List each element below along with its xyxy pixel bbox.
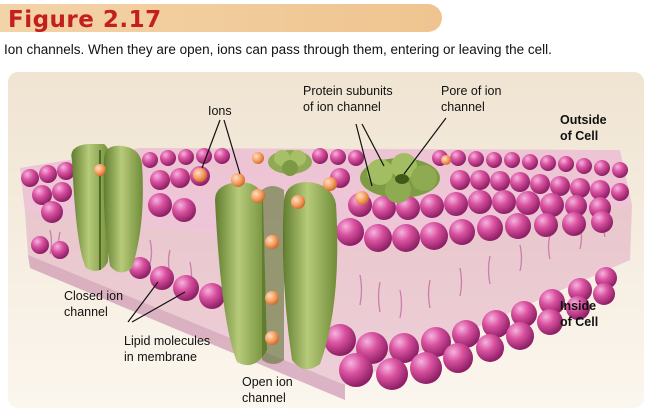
label-outside-line2: of Cell: [560, 129, 599, 143]
label-inside-line1: Inside: [560, 299, 597, 313]
label-closed-channel: Closed ion channel: [64, 288, 123, 320]
label-lipid-line1: Lipid molecules: [124, 334, 211, 348]
ion: [94, 164, 106, 176]
figure-banner: Figure 2.17: [0, 4, 442, 33]
label-pore-line1: Pore of ion: [441, 84, 502, 98]
label-pore: Pore of ion channel: [441, 83, 501, 115]
label-protein-subunits-line1: Protein subunits: [303, 84, 393, 98]
figure-title: Figure 2.17: [8, 7, 162, 33]
label-protein-subunits-line2: of ion channel: [303, 100, 381, 114]
figure-caption: Ion channels. When they are open, ions c…: [4, 42, 552, 57]
label-outside-line1: Outside: [560, 113, 607, 127]
ions-in-open-channel: [251, 189, 305, 345]
membrane-side: [28, 255, 345, 400]
label-outside-cell: Outside of Cell: [560, 112, 607, 144]
scattered-ions: [193, 152, 451, 205]
label-inside-cell: Inside of Cell: [560, 298, 598, 330]
label-protein-subunits: Protein subunits of ion channel: [303, 83, 393, 115]
leader-lines: [127, 117, 447, 323]
label-pore-line2: channel: [441, 100, 485, 114]
label-closed-line2: channel: [64, 305, 108, 319]
label-lipid-line2: in membrane: [124, 350, 197, 364]
pore-of-ion-channel: [360, 153, 440, 203]
distant-channel-small: [268, 150, 312, 176]
lipid-heads-bottom: [31, 236, 617, 390]
open-ion-channel: [215, 182, 338, 370]
label-open-channel: Open ion channel: [242, 374, 293, 406]
label-open-line2: channel: [242, 391, 286, 405]
label-ions: Ions: [208, 104, 232, 118]
label-lipid-molecules: Lipid molecules in membrane: [124, 333, 210, 365]
closed-ion-channel: [71, 144, 143, 273]
label-open-line1: Open ion: [242, 375, 293, 389]
label-inside-line2: of Cell: [560, 315, 599, 329]
label-closed-line1: Closed ion: [64, 289, 124, 303]
